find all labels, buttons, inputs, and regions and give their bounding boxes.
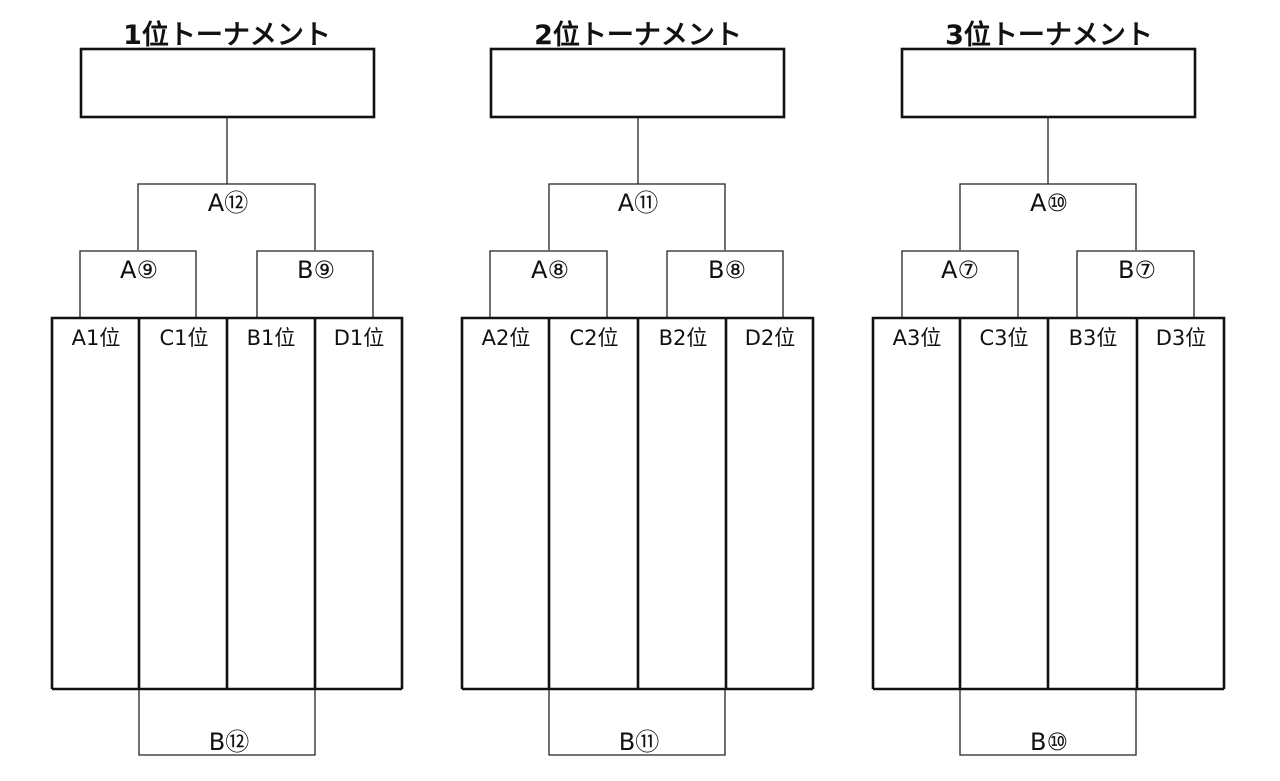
team-slot-label: C2位 <box>569 326 618 350</box>
team-slot-grid <box>871 316 1226 691</box>
semi-left-bracket-lines <box>489 250 608 318</box>
bracket-title: 1位トーナメント <box>123 19 331 51</box>
semi-right-match-label: B⑨ <box>297 256 335 284</box>
team-slot-grid <box>50 316 404 691</box>
team-slot-grid <box>460 316 815 691</box>
winner-box <box>79 47 376 119</box>
final-bottom-bracket-lines <box>959 689 1137 756</box>
semi-right-bracket-lines <box>256 250 374 318</box>
winner-box <box>489 47 786 119</box>
semi-left-match-label: A⑦ <box>941 256 979 284</box>
winner-box <box>900 47 1197 119</box>
semi-right-match-label: B⑦ <box>1118 256 1156 284</box>
final-top-bracket-lines <box>548 117 726 250</box>
team-slot-label: B1位 <box>247 326 296 350</box>
final-top-match-label: A⑪ <box>618 189 658 217</box>
bracket-title: 3位トーナメント <box>945 19 1153 51</box>
semi-left-bracket-lines <box>901 250 1019 318</box>
team-slot-label: A3位 <box>893 326 942 350</box>
team-slot-label: A2位 <box>482 326 531 350</box>
final-bottom-match-label: B⑪ <box>619 728 659 756</box>
team-slot-label: C1位 <box>159 326 208 350</box>
team-slot-label: D3位 <box>1156 326 1207 350</box>
bracket-3: 3位トーナメント A⑩ A⑦ B⑦ A3位 C3位 B3位 D3位 B⑩ <box>871 19 1226 756</box>
final-top-bracket-lines <box>959 117 1137 250</box>
semi-left-bracket-lines <box>79 250 197 318</box>
bracket-1: 1位トーナメント A⑫ A⑨ B⑨ A1位 C1位 B1位 D1位 B⑫ <box>50 19 404 756</box>
team-slot-label: B2位 <box>659 326 708 350</box>
semi-right-bracket-lines <box>666 250 784 318</box>
semi-left-match-label: A⑨ <box>120 256 158 284</box>
team-slot-label: D2位 <box>745 326 796 350</box>
bracket-2: 2位トーナメント A⑪ A⑧ B⑧ A2位 C2位 B2位 D2位 B⑪ <box>460 19 815 756</box>
final-bottom-match-label: B⑩ <box>1030 728 1068 756</box>
final-bottom-match-label: B⑫ <box>209 728 249 756</box>
semi-left-match-label: A⑧ <box>531 256 569 284</box>
semi-right-match-label: B⑧ <box>708 256 746 284</box>
final-top-match-label: A⑩ <box>1030 189 1068 217</box>
bracket-title: 2位トーナメント <box>534 19 742 51</box>
team-slot-label: B3位 <box>1069 326 1118 350</box>
semi-right-bracket-lines <box>1076 250 1195 318</box>
team-slot-label: D1位 <box>334 326 385 350</box>
final-bottom-bracket-lines <box>138 689 316 756</box>
team-slot-label: C3位 <box>979 326 1028 350</box>
final-top-bracket-lines <box>137 117 316 250</box>
final-top-match-label: A⑫ <box>208 189 248 217</box>
final-bottom-bracket-lines <box>548 689 726 756</box>
team-slot-label: A1位 <box>72 326 121 350</box>
